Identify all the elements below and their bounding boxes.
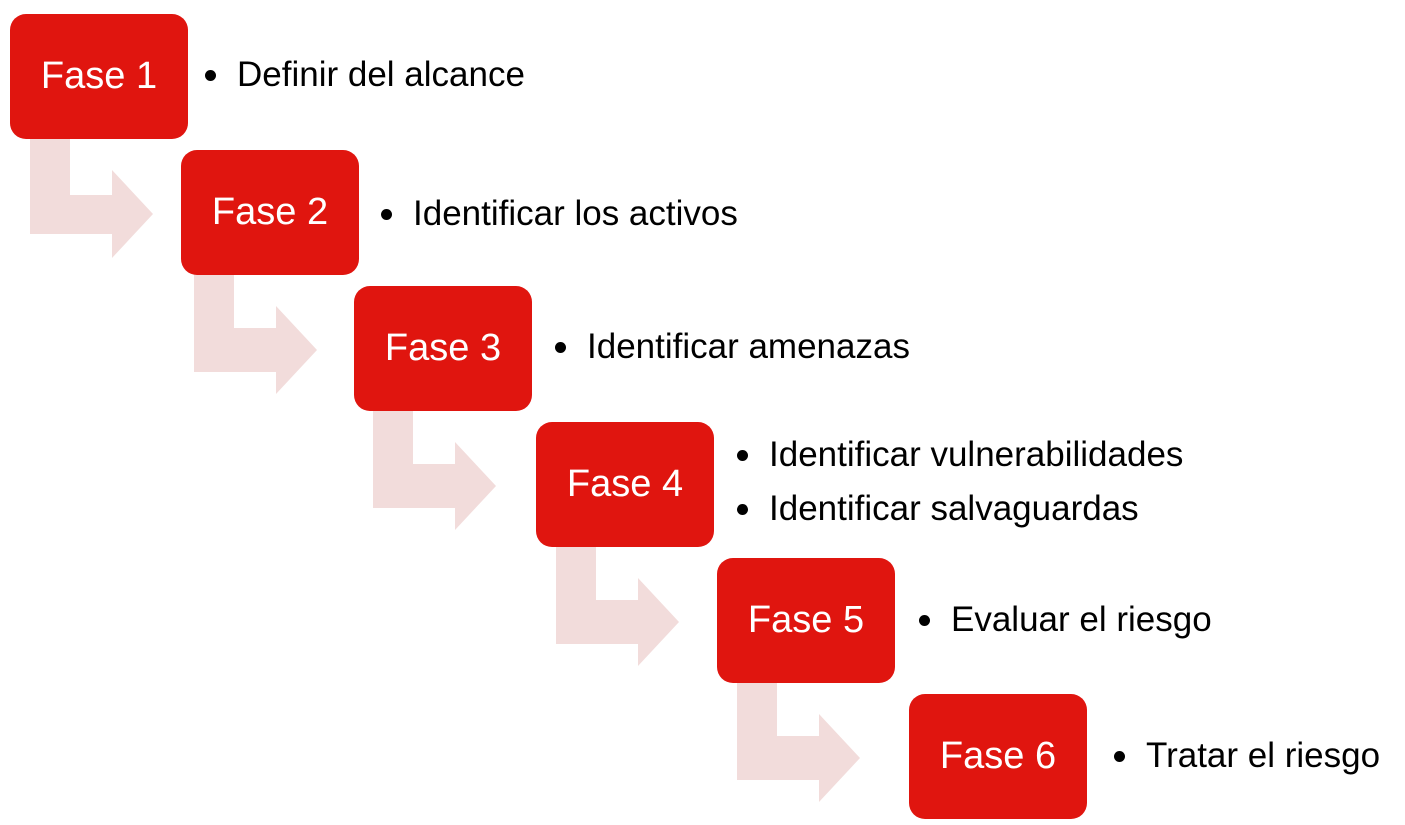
phase-4-bullet-1-text: Identificar vulnerabilidades bbox=[769, 435, 1184, 474]
phase-4-box: Fase 4 bbox=[536, 422, 714, 547]
bullet-dot-icon bbox=[555, 341, 566, 353]
phase-1-bullets: Definir del alcance bbox=[205, 48, 525, 102]
connector-arrow-1-2 bbox=[30, 138, 153, 258]
phase-3-bullet-1-text: Identificar amenazas bbox=[587, 327, 910, 366]
phase-5-box: Fase 5 bbox=[717, 558, 895, 683]
bullet-dot-icon bbox=[737, 503, 748, 515]
phase-3-bullet-1: Identificar amenazas bbox=[555, 320, 910, 374]
phase-1-label: Fase 1 bbox=[40, 55, 158, 97]
phase-3-label: Fase 3 bbox=[384, 327, 502, 369]
phase-6-bullet-1-text: Tratar el riesgo bbox=[1146, 736, 1381, 775]
bullet-dot-icon bbox=[205, 69, 216, 81]
connector-arrow-2-3 bbox=[194, 274, 317, 394]
connector-arrow-3-4 bbox=[373, 410, 496, 530]
bullet-dot-icon bbox=[737, 449, 748, 461]
phase-6-bullets: Tratar el riesgo bbox=[1114, 729, 1380, 783]
phase-5-bullets: Evaluar el riesgo bbox=[919, 593, 1212, 647]
phase-5-bullet-1: Evaluar el riesgo bbox=[919, 593, 1212, 647]
phase-3-bullets: Identificar amenazas bbox=[555, 320, 910, 374]
phase-4-label: Fase 4 bbox=[566, 463, 684, 505]
bullet-dot-icon bbox=[919, 614, 930, 626]
connector-arrow-4-5 bbox=[556, 546, 679, 666]
connector-arrow-5-6 bbox=[737, 682, 860, 802]
phase-2-bullets: Identificar los activos bbox=[381, 187, 738, 241]
bullet-dot-icon bbox=[381, 208, 392, 220]
phase-6-box: Fase 6 bbox=[909, 694, 1087, 819]
phase-1-bullet-1: Definir del alcance bbox=[205, 48, 525, 102]
phase-5-bullet-1-text: Evaluar el riesgo bbox=[951, 600, 1212, 639]
phase-4-bullets: Identificar vulnerabilidades Identificar… bbox=[737, 428, 1183, 536]
phase-5-label: Fase 5 bbox=[747, 599, 865, 641]
phase-4-bullet-1: Identificar vulnerabilidades bbox=[737, 428, 1183, 482]
phase-2-bullet-1-text: Identificar los activos bbox=[413, 194, 738, 233]
phase-6-label: Fase 6 bbox=[939, 735, 1057, 777]
phase-2-bullet-1: Identificar los activos bbox=[381, 187, 738, 241]
phase-1-box: Fase 1 bbox=[10, 14, 188, 139]
phase-6-bullet-1: Tratar el riesgo bbox=[1114, 729, 1380, 783]
phase-4-bullet-2: Identificar salvaguardas bbox=[737, 482, 1183, 536]
bullet-dot-icon bbox=[1114, 750, 1125, 762]
phase-1-bullet-1-text: Definir del alcance bbox=[237, 55, 525, 94]
phase-2-box: Fase 2 bbox=[181, 150, 359, 275]
phase-2-label: Fase 2 bbox=[211, 191, 329, 233]
phase-3-box: Fase 3 bbox=[354, 286, 532, 411]
phase-4-bullet-2-text: Identificar salvaguardas bbox=[769, 489, 1139, 528]
